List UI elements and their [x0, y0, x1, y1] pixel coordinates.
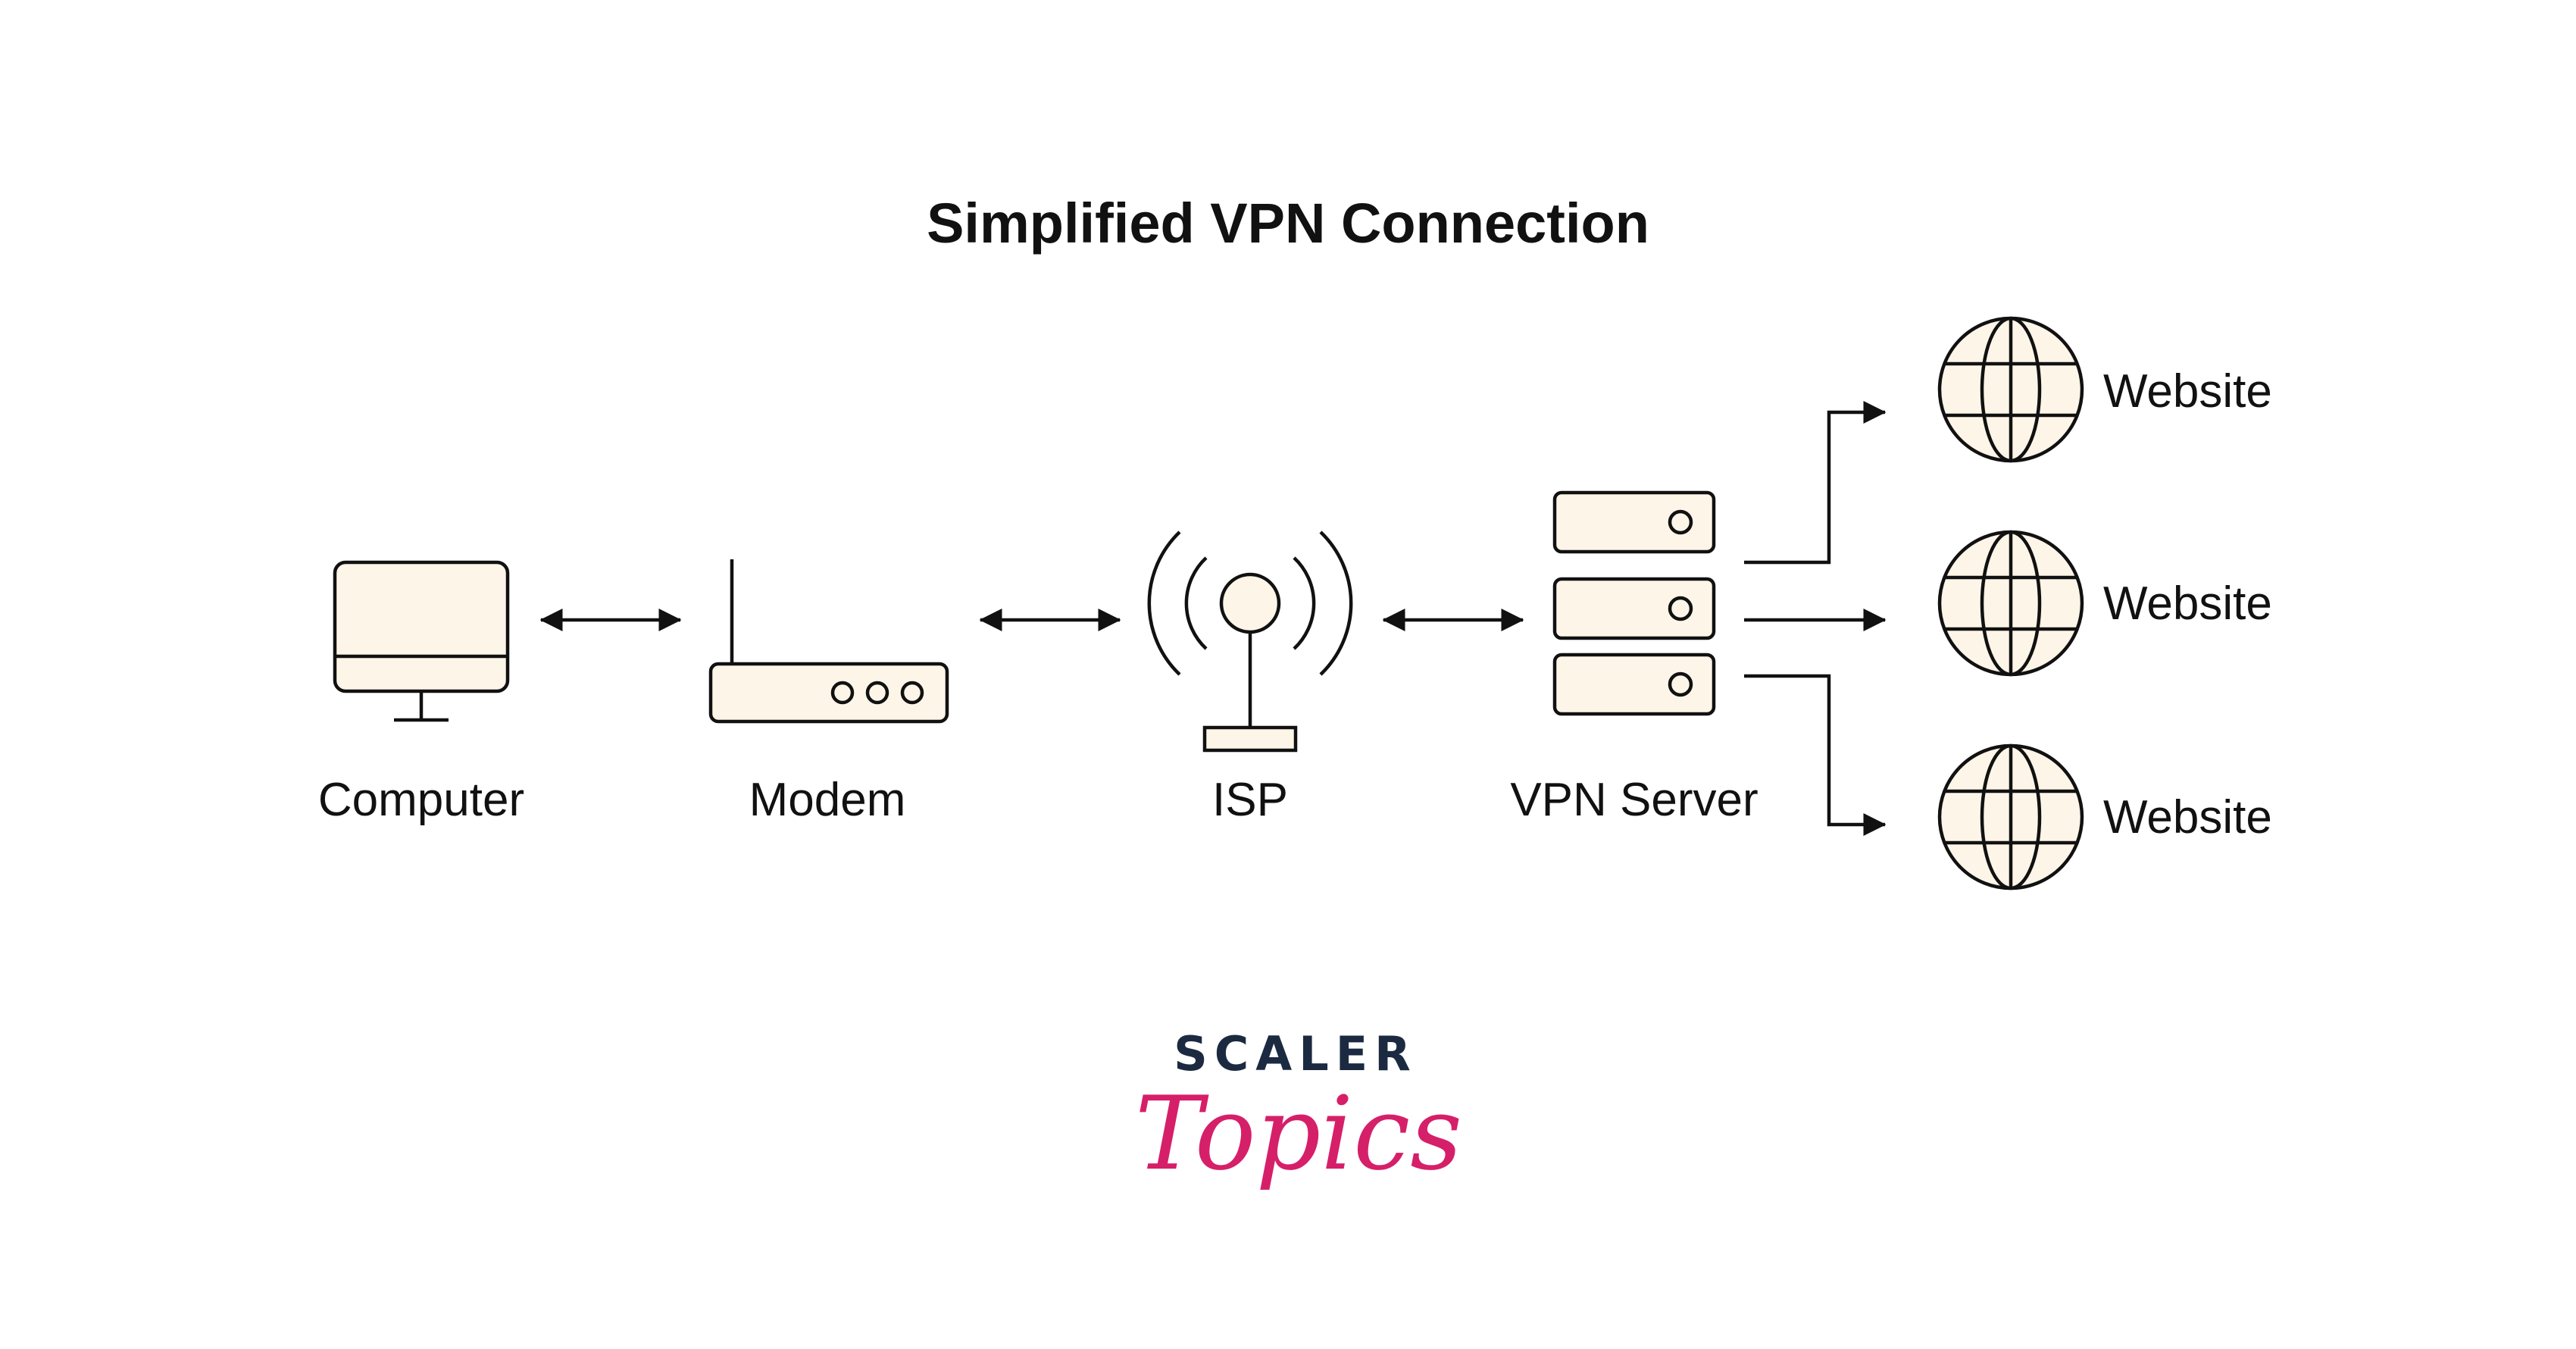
- server-rack-icon: [1552, 490, 1716, 716]
- logo-wordmark-bottom: Topics: [1135, 1075, 1462, 1193]
- server-light-2: [1668, 596, 1693, 621]
- scaler-topics-logo: SCALER Topics: [1135, 1026, 1462, 1193]
- server-light-3: [1668, 671, 1693, 697]
- logo-wordmark-top: SCALER: [1174, 1026, 1418, 1081]
- router-light-3: [900, 681, 924, 705]
- signal-wave-right-outer: [1319, 531, 1353, 676]
- antenna-icon: [1147, 531, 1353, 753]
- node-label-computer: Computer: [318, 774, 524, 826]
- node-label-website-2: Website: [2103, 577, 2272, 630]
- monitor-screen: [333, 560, 510, 693]
- arrow-vpn-website-3: [1744, 674, 1887, 836]
- monitor-icon: [333, 560, 510, 722]
- server-light-1: [1668, 509, 1693, 535]
- globe-icon: [1937, 316, 2084, 463]
- node-label-website-1: Website: [2103, 365, 2272, 418]
- node-label-modem: Modem: [749, 774, 906, 826]
- signal-wave-left-inner: [1184, 556, 1208, 650]
- server-unit-2: [1552, 577, 1716, 640]
- signal-wave-left-outer: [1147, 531, 1181, 676]
- router-body: [708, 662, 949, 724]
- node-label-vpn-server: VPN Server: [1510, 774, 1758, 826]
- diagram-title: Simplified VPN Connection: [927, 192, 1649, 255]
- signal-wave-right-inner: [1293, 556, 1316, 650]
- router-light-1: [830, 681, 855, 705]
- antenna-head: [1219, 572, 1281, 634]
- router-icon: [708, 559, 949, 724]
- website-connectors: [1744, 401, 1887, 836]
- arrow-vpn-website-1: [1744, 401, 1887, 565]
- server-unit-1: [1552, 490, 1716, 554]
- router-light-2: [865, 681, 889, 705]
- globe-icon: [1937, 530, 2084, 677]
- globe-icon: [1937, 743, 2084, 890]
- node-label-isp: ISP: [1212, 774, 1288, 826]
- server-unit-3: [1552, 653, 1716, 716]
- node-label-website-3: Website: [2103, 791, 2272, 844]
- antenna-base: [1202, 725, 1298, 753]
